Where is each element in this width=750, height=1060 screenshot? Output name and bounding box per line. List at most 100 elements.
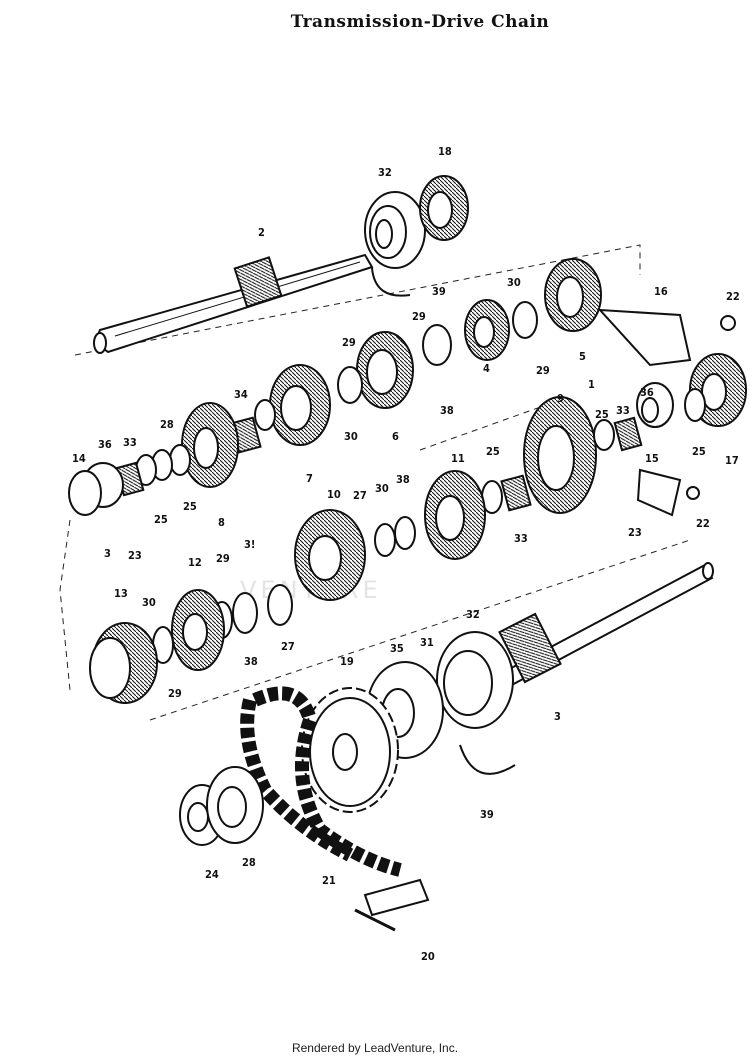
callout-39: 39 xyxy=(432,285,446,298)
gear-12 xyxy=(171,589,225,671)
callout-27: 27 xyxy=(353,489,367,502)
callout-labels: 18 32 2 39 30 29 16 22 29 34 5 36 33 28 … xyxy=(72,145,740,963)
diagram-title: Transmission-Drive Chain xyxy=(290,12,550,32)
washer-30-c xyxy=(394,516,416,550)
callout-17: 17 xyxy=(725,454,739,467)
callout-25: 25 xyxy=(486,445,500,458)
callout-34: 34 xyxy=(234,388,248,401)
callout-11: 11 xyxy=(451,452,465,465)
callout-36: 36 xyxy=(640,386,654,399)
callout-38: 38 xyxy=(244,655,258,668)
callout-8: 8 xyxy=(218,516,225,529)
callout-25: 25 xyxy=(183,500,197,513)
drive-chain xyxy=(240,686,402,877)
gear-9 xyxy=(523,396,597,514)
callout-25: 25 xyxy=(595,408,609,421)
gear-4 xyxy=(464,299,510,361)
gear-18 xyxy=(419,175,469,241)
callout-29: 29 xyxy=(342,336,356,349)
callout-25: 25 xyxy=(154,513,168,526)
gear-8 xyxy=(181,402,239,488)
callout-35: 35 xyxy=(390,642,404,655)
circlip-39-top xyxy=(371,267,411,297)
callout-15: 15 xyxy=(645,452,659,465)
callout-33: 33 xyxy=(514,532,528,545)
bracket-16 xyxy=(597,308,692,367)
callout-24: 24 xyxy=(205,868,219,881)
washer-38-c xyxy=(232,592,258,634)
callout-12: 12 xyxy=(188,556,202,569)
needle-bearing-33-b xyxy=(613,416,643,452)
footer-credit: Rendered by LeadVenture, Inc. xyxy=(291,1041,459,1055)
gear-13 xyxy=(89,622,158,704)
callout-6: 6 xyxy=(392,430,399,443)
callout-38: 3! xyxy=(244,538,255,551)
bearing-32-top xyxy=(364,191,426,269)
bearing-32-bottom xyxy=(436,631,514,729)
washer-29-a xyxy=(422,324,452,366)
callout-29: 29 xyxy=(412,310,426,323)
callout-28: 28 xyxy=(242,856,256,869)
callout-16: 16 xyxy=(654,285,668,298)
callout-39: 39 xyxy=(480,808,494,821)
callout-29: 29 xyxy=(216,552,230,565)
callout-27: 27 xyxy=(281,640,295,653)
callout-30: 30 xyxy=(507,276,521,289)
washer-25-d xyxy=(593,419,615,451)
gear-11 xyxy=(424,470,486,560)
callout-32: 32 xyxy=(378,166,392,179)
callout-38: 38 xyxy=(440,404,454,417)
circlip-39-bottom xyxy=(459,744,516,775)
master-link xyxy=(354,878,430,932)
callout-3: 3 xyxy=(554,710,561,723)
callout-3: 3 xyxy=(104,547,111,560)
washer-25-b xyxy=(169,444,191,476)
bearing-36-a xyxy=(68,462,124,516)
callout-23: 23 xyxy=(128,549,142,562)
callout-9: 9 xyxy=(557,392,564,405)
bearing-36-b xyxy=(636,382,674,428)
callout-25: 25 xyxy=(692,445,706,458)
callout-30: 30 xyxy=(142,596,156,609)
callout-21: 21 xyxy=(322,874,336,887)
callout-18: 18 xyxy=(438,145,452,158)
callout-14: 14 xyxy=(72,452,86,465)
lock-washer-28 xyxy=(206,766,264,844)
drive-shaft xyxy=(468,562,714,705)
washer-27-b xyxy=(267,584,293,626)
bushing-30-b xyxy=(337,366,363,404)
callout-29: 29 xyxy=(536,364,550,377)
drive-sprocket-19 xyxy=(301,687,399,813)
callout-36: 36 xyxy=(98,438,112,451)
callout-22: 22 xyxy=(726,290,740,303)
callout-22: 22 xyxy=(696,517,710,530)
gear-6 xyxy=(356,331,414,409)
callout-13: 13 xyxy=(114,587,128,600)
gear-5 xyxy=(544,258,602,332)
callout-7: 7 xyxy=(306,472,313,485)
callout-33: 33 xyxy=(616,404,630,417)
callout-32: 32 xyxy=(466,608,480,621)
assembly-guide-lines xyxy=(59,244,691,721)
callout-30: 30 xyxy=(375,482,389,495)
callout-1: 1 xyxy=(588,378,595,391)
washer-25-a xyxy=(254,399,276,431)
callout-2: 2 xyxy=(258,226,265,239)
callout-23: 23 xyxy=(628,526,642,539)
callout-28: 28 xyxy=(160,418,174,431)
gear-10 xyxy=(294,509,366,601)
washer-27-a xyxy=(374,523,396,557)
callout-5: 5 xyxy=(579,350,586,363)
bolt-22-a xyxy=(720,315,736,331)
needle-bearing-33-c xyxy=(500,474,532,512)
washer-30-a xyxy=(512,301,538,339)
callout-29: 29 xyxy=(168,687,182,700)
bolt-22-b xyxy=(686,486,700,500)
callout-33: 33 xyxy=(123,436,137,449)
washer-25-e xyxy=(684,388,706,422)
callout-31: 31 xyxy=(420,636,434,649)
callout-38: 38 xyxy=(396,473,410,486)
gear-7 xyxy=(269,364,331,446)
